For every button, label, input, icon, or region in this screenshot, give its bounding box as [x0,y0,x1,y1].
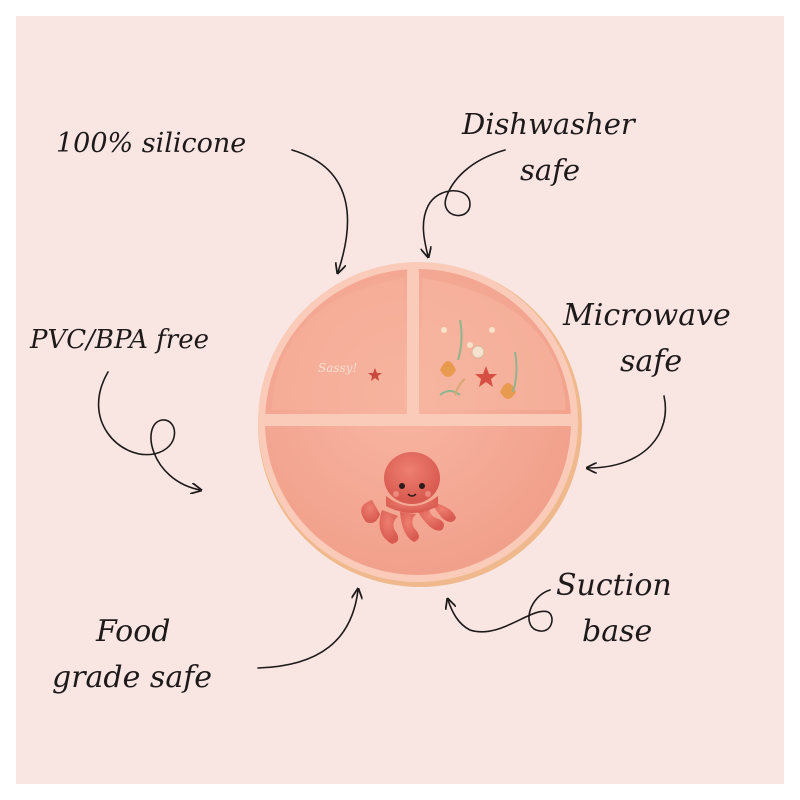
plate-brand-text: Sassy! [318,361,357,375]
arrow-pvc [97,371,200,490]
arrows [97,149,667,669]
divided-plate: Sassy! [258,262,582,587]
label-food-line2: grade safe [52,660,213,695]
starfish-icon [368,368,382,381]
label-microwave-line2: safe [620,344,683,379]
label-dishwasher-line2: safe [520,153,581,187]
label-microwave-line1: Microwave [563,298,731,333]
label-food-line1: Food [96,614,171,649]
arrow-food [257,590,358,669]
arrow-microwave [588,395,667,468]
arrow-dishwasher [423,149,506,256]
starfish-icon [475,366,497,387]
seaweed-pattern [439,319,518,399]
label-silicone: 100% silicone [56,128,247,159]
label-suction-line2: base [582,614,653,649]
octopus-icon [361,452,456,544]
label-dishwasher-line1: Dishwasher [462,107,635,141]
arrow-silicone [291,149,349,272]
arrow-suction [448,589,553,633]
shell-icon [471,345,485,359]
label-suction-line1: Suction [556,568,672,603]
label-pvc-bpa-free: PVC/BPA free [30,325,210,355]
